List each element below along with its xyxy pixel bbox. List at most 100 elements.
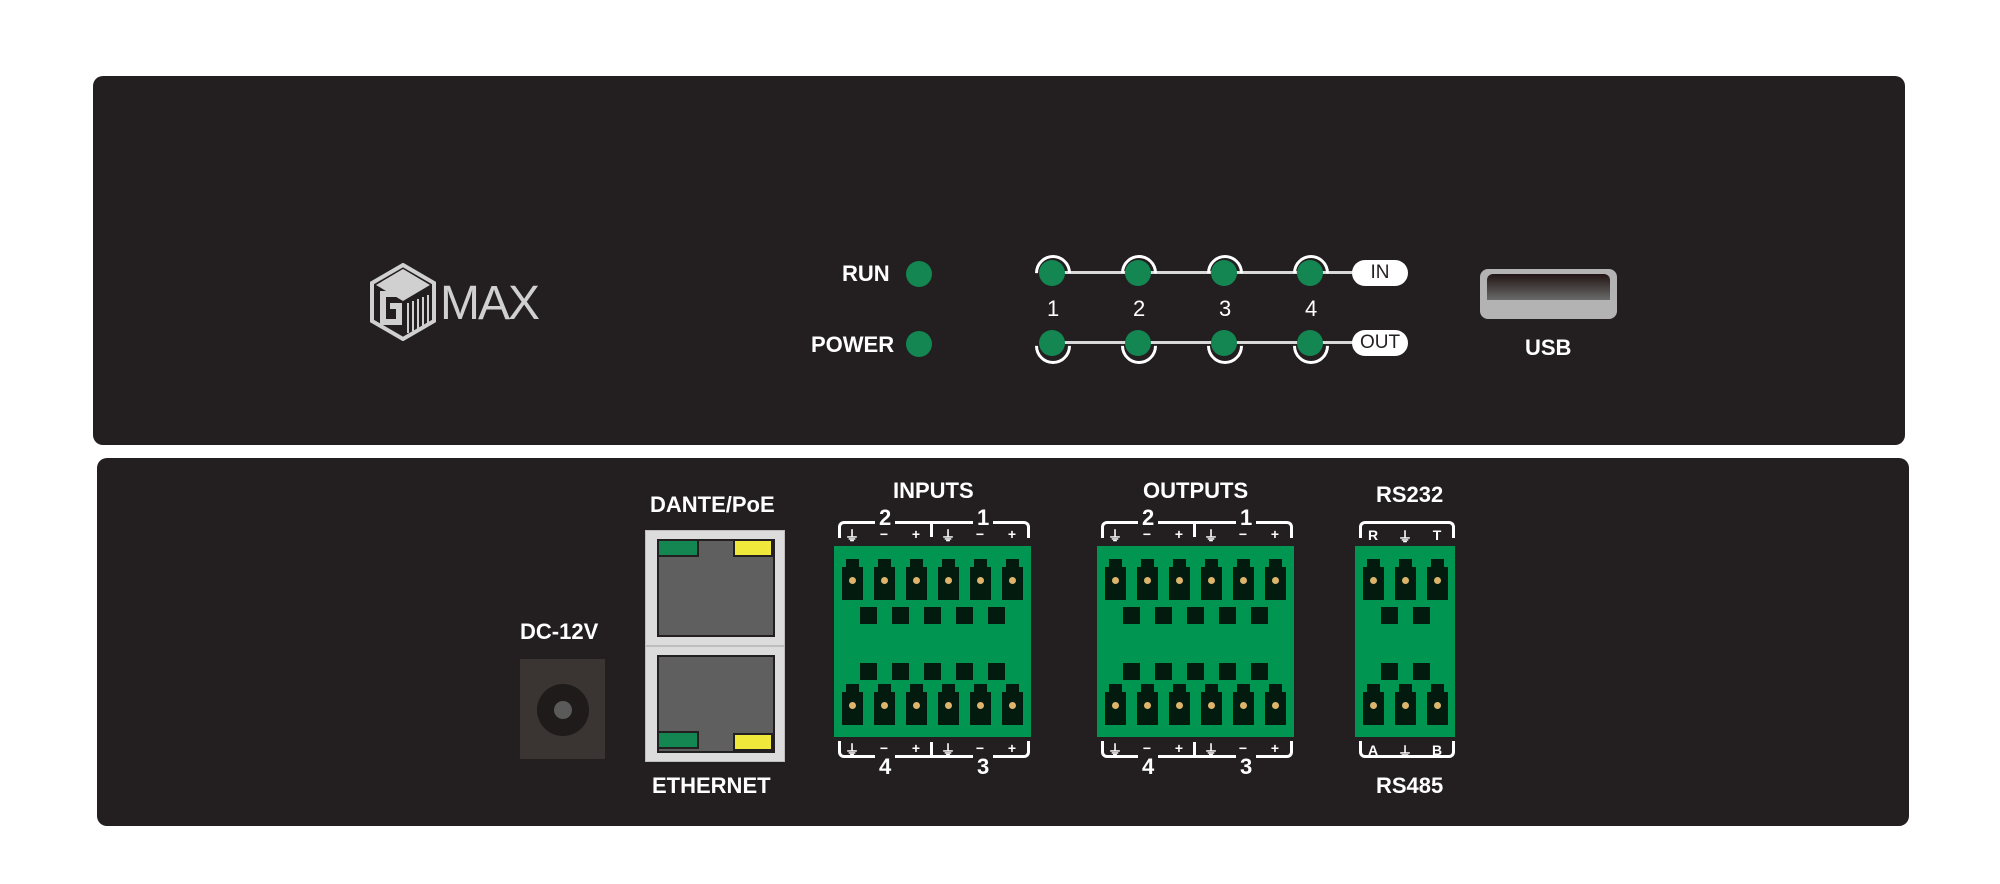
- terminal-cap: [1109, 559, 1122, 567]
- terminal-screw: [1176, 577, 1183, 584]
- terminal-cap: [1367, 684, 1380, 692]
- ethernet-port[interactable]: [645, 646, 785, 762]
- outputs-pin-label: −: [1142, 526, 1152, 542]
- outputs-top-terminal[interactable]: [1201, 559, 1222, 601]
- terminal-cap: [1141, 684, 1154, 692]
- inputs-top-terminal[interactable]: [970, 559, 991, 601]
- dc-power-jack[interactable]: [520, 659, 605, 759]
- terminal-screw: [1144, 577, 1151, 584]
- outputs-pin-label: +: [1174, 740, 1184, 756]
- terminal-screw: [1112, 577, 1119, 584]
- outputs-top-terminal[interactable]: [1137, 559, 1158, 601]
- inputs-locking-slot: [892, 607, 909, 624]
- serial-bottom-pin-label: B: [1431, 742, 1443, 758]
- outputs-bottom-terminal[interactable]: [1169, 684, 1190, 726]
- outputs-bottom-terminal[interactable]: [1137, 684, 1158, 726]
- outputs-bottom-terminal[interactable]: [1233, 684, 1254, 726]
- inputs-locking-slot: [924, 607, 941, 624]
- serial-bottom-terminal[interactable]: [1427, 684, 1448, 726]
- inputs-bottom-terminal[interactable]: [938, 684, 959, 726]
- inputs-locking-slot: [956, 607, 973, 624]
- serial-top-terminal[interactable]: [1363, 559, 1384, 601]
- terminal-cap: [878, 684, 891, 692]
- serial-top-pin-label: T: [1432, 527, 1442, 543]
- terminal-cap: [942, 684, 955, 692]
- terminal-screw: [849, 702, 856, 709]
- out-row-line: [1040, 341, 1360, 344]
- terminal-screw: [913, 577, 920, 584]
- serial-bottom-terminal[interactable]: [1395, 684, 1416, 726]
- inputs-top-terminal[interactable]: [1002, 559, 1023, 601]
- terminal-screw: [1272, 577, 1279, 584]
- outputs-pin-label: −: [1238, 740, 1248, 756]
- outputs-group-1-label: 1: [1236, 505, 1257, 531]
- outputs-top-terminal[interactable]: [1105, 559, 1126, 601]
- inputs-green-block: [834, 546, 1031, 737]
- inputs-top-terminal[interactable]: [874, 559, 895, 601]
- terminal-cap: [942, 559, 955, 567]
- terminal-cap: [1006, 559, 1019, 567]
- inputs-bottom-terminal[interactable]: [906, 684, 927, 726]
- terminal-cap: [846, 684, 859, 692]
- terminal-cap: [1006, 684, 1019, 692]
- terminal-cap: [1269, 684, 1282, 692]
- terminal-cap: [910, 684, 923, 692]
- terminal-cap: [1269, 559, 1282, 567]
- dante-poe-port[interactable]: [645, 530, 785, 646]
- outputs-top-terminal[interactable]: [1169, 559, 1190, 601]
- inputs-top-terminal[interactable]: [842, 559, 863, 601]
- outputs-locking-slot: [1219, 663, 1236, 680]
- outputs-bottom-terminal[interactable]: [1105, 684, 1126, 726]
- rs232-label: RS232: [1376, 482, 1444, 507]
- inputs-bottom-terminal[interactable]: [1002, 684, 1023, 726]
- brand-logo-text: MAX: [440, 277, 540, 330]
- terminal-cap: [1431, 559, 1444, 567]
- outputs-locking-slot: [1123, 663, 1140, 680]
- terminal-screw: [1009, 577, 1016, 584]
- serial-locking-slot: [1381, 607, 1398, 624]
- link-led-green: [657, 539, 699, 557]
- outputs-pin-label: ⏚: [1108, 528, 1122, 544]
- serial-top-terminal[interactable]: [1395, 559, 1416, 601]
- power-label: POWER: [811, 332, 895, 357]
- terminal-screw: [1240, 702, 1247, 709]
- inputs-top-bracket: [838, 521, 1030, 538]
- serial-top-terminal[interactable]: [1427, 559, 1448, 601]
- outputs-pin-label: +: [1270, 526, 1280, 542]
- outputs-pin-label: +: [1270, 740, 1280, 756]
- inputs-bottom-terminal[interactable]: [874, 684, 895, 726]
- run-led: [906, 261, 932, 287]
- rs485-label: RS485: [1376, 773, 1444, 798]
- inputs-bottom-bracket: [838, 741, 1030, 758]
- outputs-group-3-label: 3: [1236, 754, 1257, 780]
- inputs-bottom-terminal[interactable]: [842, 684, 863, 726]
- terminal-cap: [1367, 559, 1380, 567]
- serial-top-pin-label: R: [1367, 527, 1379, 543]
- usb-port[interactable]: [1480, 269, 1617, 319]
- outputs-top-terminal[interactable]: [1233, 559, 1254, 601]
- outputs-group-4-label: 4: [1138, 754, 1159, 780]
- inputs-divider-bottom: [930, 742, 933, 758]
- inputs-bottom-terminal[interactable]: [970, 684, 991, 726]
- inputs-label: INPUTS: [893, 478, 974, 503]
- terminal-screw: [881, 577, 888, 584]
- inputs-top-terminal[interactable]: [938, 559, 959, 601]
- serial-top-pin-label: ⏚: [1398, 529, 1412, 545]
- outputs-pin-label: ⏚: [1204, 528, 1218, 544]
- outputs-locking-slot: [1123, 607, 1140, 624]
- terminal-screw: [945, 702, 952, 709]
- outputs-group-2-label: 2: [1138, 505, 1159, 531]
- inputs-top-terminal[interactable]: [906, 559, 927, 601]
- out-led-4: [1297, 330, 1323, 356]
- activity-led-yellow: [733, 733, 773, 751]
- channel-number-1: 1: [1047, 296, 1060, 321]
- terminal-screw: [1434, 577, 1441, 584]
- outputs-bottom-terminal[interactable]: [1201, 684, 1222, 726]
- serial-bottom-terminal[interactable]: [1363, 684, 1384, 726]
- outputs-bottom-terminal[interactable]: [1265, 684, 1286, 726]
- terminal-cap: [1173, 559, 1186, 567]
- outputs-green-block: [1097, 546, 1294, 737]
- outputs-pin-label: −: [1142, 740, 1152, 756]
- power-led: [906, 331, 932, 357]
- outputs-top-terminal[interactable]: [1265, 559, 1286, 601]
